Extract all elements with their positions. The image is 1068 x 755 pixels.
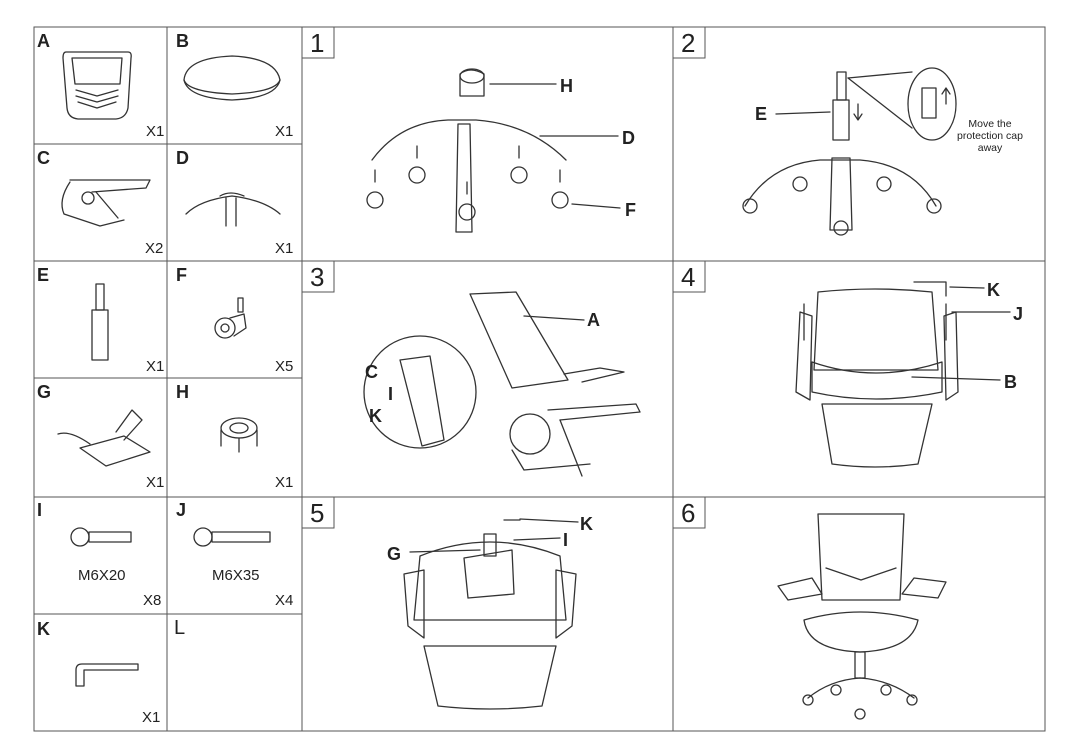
part-j-spec: M6X35 bbox=[212, 567, 260, 584]
step-3-number: 3 bbox=[310, 262, 325, 292]
part-k-letter: K bbox=[37, 619, 50, 639]
part-b-seat-drawing bbox=[183, 55, 281, 101]
step-2-number: 2 bbox=[681, 28, 696, 58]
part-i-spec: M6X20 bbox=[78, 567, 126, 584]
step-4-drawing bbox=[795, 281, 1011, 468]
step-1-number: 1 bbox=[310, 28, 325, 58]
step-4-callout-k: K bbox=[987, 280, 1000, 300]
step-6-number: 6 bbox=[681, 498, 696, 528]
part-f-caster-drawing bbox=[214, 297, 247, 339]
part-j-qty: X4 bbox=[275, 592, 294, 609]
step-2-callout-e: E bbox=[755, 104, 768, 124]
part-j-bolt-drawing bbox=[193, 527, 271, 547]
part-a-qty: X1 bbox=[146, 123, 165, 140]
step-1-callout-d: D bbox=[622, 128, 635, 148]
step-5-callout-i: I bbox=[563, 530, 569, 550]
part-l-letter: L bbox=[174, 617, 186, 639]
part-e-letter: E bbox=[37, 265, 50, 285]
part-i-qty: X8 bbox=[143, 592, 162, 609]
grid-lines bbox=[33, 26, 1046, 732]
part-g-qty: X1 bbox=[146, 474, 165, 491]
part-a-letter: A bbox=[37, 31, 50, 51]
part-d-qty: X1 bbox=[275, 240, 294, 257]
step-1-callout-h: H bbox=[560, 76, 573, 96]
part-a-backrest-drawing bbox=[62, 51, 132, 120]
step-3-drawing bbox=[363, 291, 641, 477]
step-3-callout-a: A bbox=[587, 310, 600, 330]
part-b-qty: X1 bbox=[275, 123, 294, 140]
part-h-cover-drawing bbox=[220, 417, 258, 453]
part-i-bolt-drawing bbox=[70, 527, 132, 547]
step-1-callout-f: F bbox=[625, 200, 636, 220]
part-i-letter: I bbox=[37, 500, 43, 520]
part-d-letter: D bbox=[176, 148, 189, 168]
step-4-number: 4 bbox=[681, 262, 696, 292]
step-5-callout-k: K bbox=[580, 514, 593, 534]
part-k-allen-key-drawing bbox=[75, 663, 139, 687]
step-6-drawing bbox=[777, 513, 947, 720]
step-2-drawing bbox=[742, 67, 957, 236]
part-e-gaslift-drawing bbox=[91, 283, 109, 361]
step-5-drawing bbox=[403, 518, 579, 710]
step-5-number: 5 bbox=[310, 498, 325, 528]
part-h-qty: X1 bbox=[275, 474, 294, 491]
part-b-letter: B bbox=[176, 31, 189, 51]
part-f-qty: X5 bbox=[275, 358, 294, 375]
part-c-qty: X2 bbox=[145, 240, 164, 257]
step-4-callout-j: J bbox=[1013, 304, 1024, 324]
step-5-callout-g: G bbox=[387, 544, 402, 564]
part-c-letter: C bbox=[37, 148, 50, 168]
step-3-callout-i: I bbox=[388, 384, 394, 404]
part-f-letter: F bbox=[176, 265, 187, 285]
step-3-callout-k: K bbox=[369, 406, 382, 426]
part-g-mechanism-drawing bbox=[57, 409, 151, 467]
step-1-drawing bbox=[366, 68, 621, 233]
part-h-letter: H bbox=[176, 382, 189, 402]
step-2-note: Move the protection cap away bbox=[957, 118, 1023, 154]
part-j-letter: J bbox=[176, 500, 187, 520]
step-4-callout-b: B bbox=[1004, 372, 1017, 392]
part-e-qty: X1 bbox=[146, 358, 165, 375]
part-g-letter: G bbox=[37, 382, 52, 402]
step-3-callout-c: C bbox=[365, 362, 378, 382]
part-k-qty: X1 bbox=[142, 709, 161, 726]
part-d-base-drawing bbox=[185, 192, 281, 227]
part-c-armrest-drawing bbox=[61, 179, 151, 227]
